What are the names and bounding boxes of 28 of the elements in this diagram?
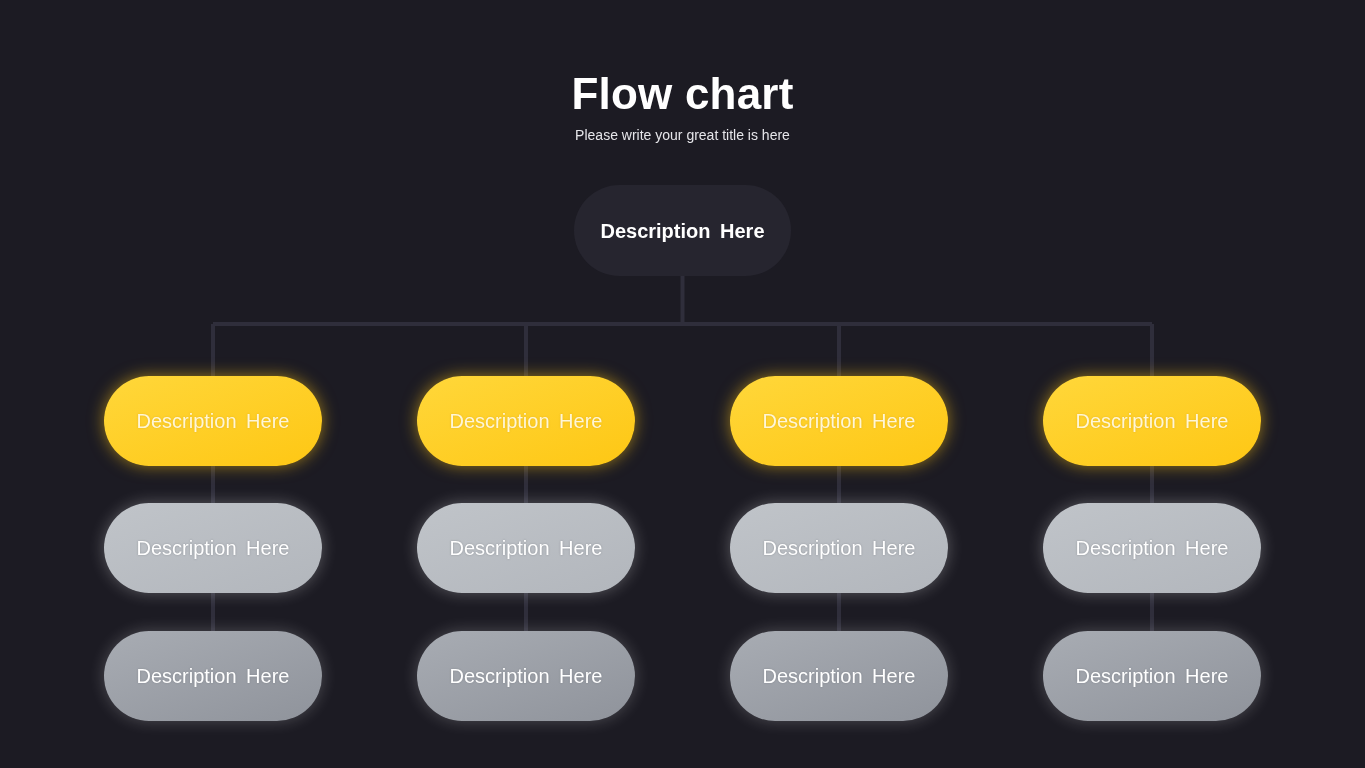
pill-node (730, 376, 948, 466)
pill-node (1043, 503, 1261, 593)
pill-node (104, 503, 322, 593)
pill-node (417, 503, 635, 593)
node-text: Description Here (136, 664, 290, 688)
node-text: Description Here (136, 536, 290, 560)
pill-node (417, 376, 635, 466)
title: Flow chart (571, 69, 794, 118)
connector-line (211, 274, 1154, 326)
node-text: Description Here (136, 409, 290, 433)
pill-node (104, 376, 322, 466)
node-text: Description Here (1075, 664, 1229, 688)
pill-node (1043, 376, 1261, 466)
pill-node (730, 631, 948, 721)
node-text: Description Here (449, 409, 603, 433)
pill-node (104, 631, 322, 721)
pill-node (1043, 631, 1261, 721)
node-text: Description Here (600, 218, 765, 243)
node-text: Description Here (762, 664, 916, 688)
pill-node (417, 631, 635, 721)
pill-node (730, 503, 948, 593)
node-text: Description Here (1075, 409, 1229, 433)
node-text: Description Here (1075, 536, 1229, 560)
node-text: Description Here (762, 409, 916, 433)
subtitle: Please write your great title is here (575, 127, 790, 143)
node-text: Description Here (762, 536, 916, 560)
node-text: Description Here (449, 536, 603, 560)
node-text: Description Here (449, 664, 603, 688)
